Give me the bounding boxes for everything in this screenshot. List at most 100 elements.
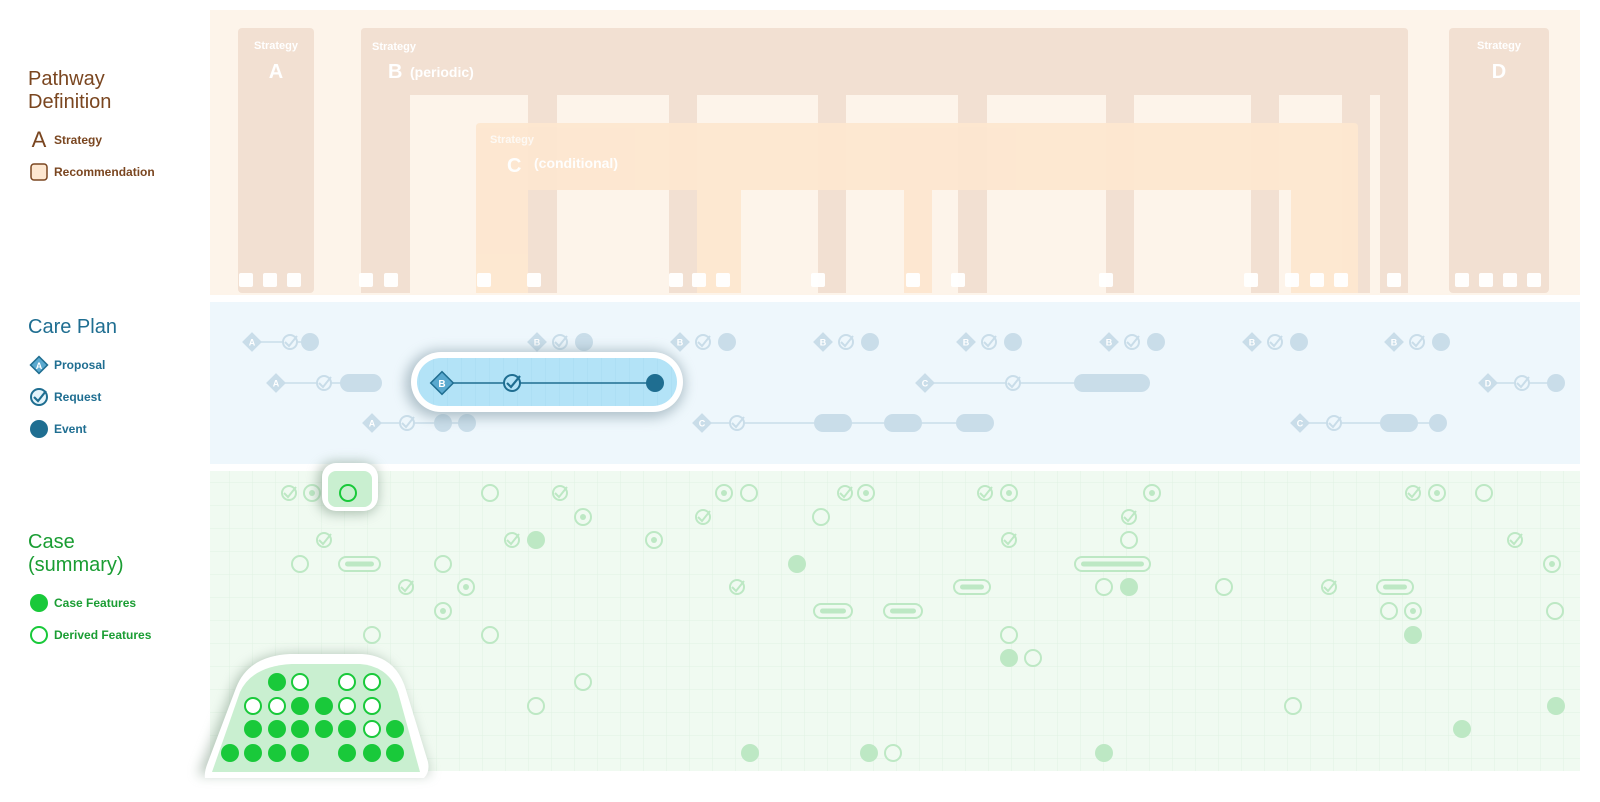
recommendation-square	[716, 273, 730, 287]
check-feature-faded	[281, 485, 297, 501]
proposal-icon: A	[266, 373, 286, 393]
request-check	[1269, 335, 1283, 348]
case-feature	[291, 697, 309, 715]
dot-feature-faded	[857, 484, 875, 502]
derived-feature	[268, 697, 286, 715]
event-pill	[814, 414, 852, 432]
proposal-diamond	[1242, 332, 1262, 352]
request-check	[1328, 416, 1342, 429]
case-feature	[268, 673, 286, 691]
case-highlight-small	[318, 462, 378, 514]
bar-core	[1383, 584, 1407, 590]
case-feature-faded	[527, 531, 545, 549]
check-feature-faded	[695, 509, 711, 525]
proposal-diamond	[670, 332, 690, 352]
legend-strategy: A Strategy	[28, 124, 188, 156]
request-check	[731, 416, 745, 429]
check-feature-faded	[729, 579, 745, 595]
legend-derived-features-label: Derived Features	[54, 628, 152, 642]
case-feature	[386, 720, 404, 738]
bar-feature-faded	[1376, 579, 1414, 595]
derived-feature-faded	[740, 484, 758, 502]
strategy-a: Strategy A	[238, 28, 314, 293]
strategy-b-caption: Strategy	[372, 41, 417, 53]
bar-feature-faded	[883, 603, 923, 619]
proposal-icon: C	[692, 413, 712, 433]
case-feature-faded	[1547, 697, 1565, 715]
check-feature-faded	[1121, 509, 1137, 525]
recommendation-square	[1455, 273, 1469, 287]
case-grid	[210, 471, 1580, 771]
case-feature-faded	[1453, 720, 1471, 738]
case-feature	[338, 720, 356, 738]
strategy-a-caption: Strategy	[254, 40, 299, 52]
strategy-b-suffix: (periodic)	[410, 64, 474, 80]
case-feature	[315, 720, 333, 738]
check-mark	[1509, 533, 1523, 546]
event-pill	[1380, 414, 1418, 432]
strategy-d-letter: D	[1492, 61, 1506, 83]
proposal-letter: A	[273, 379, 280, 389]
proposal-icon: D	[1478, 373, 1498, 393]
case-feature-faded	[1120, 578, 1138, 596]
check-ring	[1507, 532, 1523, 548]
case-feature	[291, 720, 309, 738]
strategy-b-frame	[361, 28, 1408, 293]
derived-feature-faded	[363, 626, 381, 644]
case-feature	[315, 697, 333, 715]
request-icon	[1005, 375, 1021, 391]
proposal-letter: B	[1249, 338, 1256, 348]
dot-feature-faded	[303, 484, 321, 502]
care-plan-highlight: B	[405, 350, 685, 418]
proposal-diamond	[527, 332, 547, 352]
check-mark	[1123, 510, 1137, 523]
bar-core	[960, 584, 984, 590]
check-ring	[281, 485, 297, 501]
legend-request-label: Request	[54, 390, 102, 404]
request-ring	[1124, 334, 1140, 350]
proposal-letter: A	[249, 338, 256, 348]
request-ring	[981, 334, 997, 350]
recommendation-square	[359, 273, 373, 287]
recommendation-square	[1285, 273, 1299, 287]
strategy-d: Strategy D	[1449, 28, 1549, 293]
proposal-icon: C	[1290, 413, 1310, 433]
derived-feature-faded	[1215, 578, 1233, 596]
proposal-diamond	[915, 373, 935, 393]
check-mark	[283, 486, 297, 499]
request-icon	[316, 375, 332, 391]
legend-proposal: A Proposal	[28, 349, 188, 381]
check-ring	[504, 532, 520, 548]
legend-derived-features: Derived Features	[28, 619, 188, 651]
legend-request: Request	[28, 381, 188, 413]
proposal-icon: B	[670, 332, 690, 352]
case-feature-faded	[860, 744, 878, 762]
request-icon	[552, 334, 568, 350]
recommendation-square	[1387, 273, 1401, 287]
check-mark	[697, 510, 711, 523]
request-check	[1007, 376, 1021, 389]
strategy-d-column	[1449, 28, 1549, 293]
request-check	[401, 416, 415, 429]
request-ring	[1514, 375, 1530, 391]
recommendation-square	[1310, 273, 1324, 287]
proposal-letter: B	[963, 338, 970, 348]
request-icon	[1409, 334, 1425, 350]
check-feature-faded	[316, 532, 332, 548]
event-icon	[575, 333, 593, 351]
event-icon	[1432, 333, 1450, 351]
case-feature-icon	[28, 592, 50, 614]
strategy-c-suffix: (conditional)	[534, 155, 618, 171]
recommendation-square	[951, 273, 965, 287]
strategy-b: Strategy B (periodic)	[361, 28, 1408, 293]
proposal-diamond	[1099, 332, 1119, 352]
recommendation-square	[263, 273, 277, 287]
derived-feature-faded	[434, 555, 452, 573]
derived-feature	[338, 697, 356, 715]
check-ring	[316, 532, 332, 548]
event-icon	[1147, 333, 1165, 351]
check-mark	[506, 533, 520, 546]
request-ring	[1326, 415, 1342, 431]
case-feature-faded	[788, 555, 806, 573]
